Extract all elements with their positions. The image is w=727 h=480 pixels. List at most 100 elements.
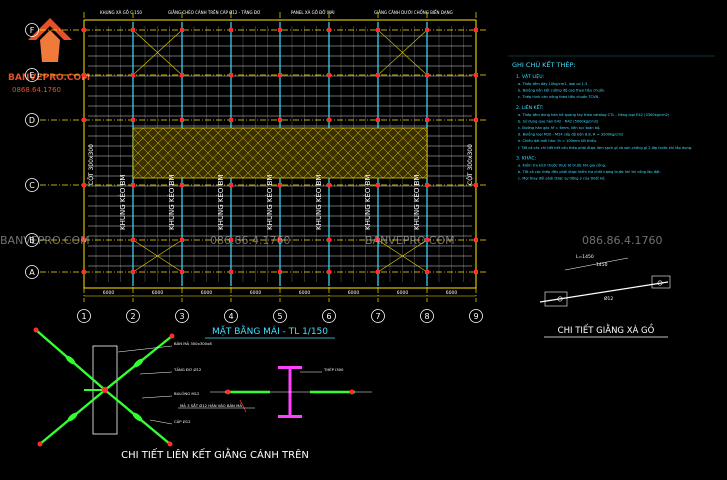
turnbuckle [132, 412, 143, 422]
grid-bubble-col [469, 309, 483, 323]
column-marker [82, 28, 86, 32]
column-marker [229, 270, 233, 274]
column-marker [229, 73, 233, 77]
column-marker [376, 28, 380, 32]
cable-anchor [225, 389, 231, 395]
cable-anchor [169, 333, 175, 339]
connection-label: BULÔNG M12 [174, 391, 200, 396]
bracing-diag [402, 153, 428, 179]
notes-heading: 2. LIÊN KẾT: [516, 103, 544, 111]
cable-anchor [167, 441, 173, 447]
dim-label: 6000 [201, 290, 213, 296]
i-beam-flange [278, 366, 302, 369]
bracing-diag [232, 127, 284, 179]
grid-bubble-col-label: 2 [130, 312, 135, 321]
bracing-diag [412, 127, 428, 143]
truss-label: KHUNG KÈO BM [265, 175, 274, 230]
connection-label: CÁP Ø12 [174, 419, 191, 424]
plan-top-note: GIẰNG CÁNH DƯỚI CHỐNG BIẾN DẠNG [374, 9, 453, 15]
column-marker [327, 238, 331, 242]
cable-anchor [33, 327, 39, 333]
column-marker [474, 183, 478, 187]
grid-bubble-row [25, 23, 39, 37]
grid-bubble-row [25, 265, 39, 279]
grid-bubble-row-label: B [29, 236, 35, 245]
column-marker [131, 238, 135, 242]
column-marker [229, 238, 233, 242]
grid-bubble-row-label: E [29, 71, 34, 80]
grid-bubble-col-label: 4 [228, 312, 233, 321]
column-marker [425, 183, 429, 187]
watermark-brand-1: BANVEPRO.COM [0, 234, 90, 247]
column-marker [180, 118, 184, 122]
purlin-bolt [557, 296, 563, 302]
column-marker [180, 183, 184, 187]
watermark-phone-2: 086.86.4.1760 [582, 234, 662, 247]
leader-line [139, 371, 173, 375]
i-beam-flange [278, 415, 302, 418]
column-marker [278, 28, 282, 32]
cable-anchor [349, 389, 355, 395]
column-marker [82, 73, 86, 77]
grid-bubble-col [175, 309, 189, 323]
brand-name: BANVEPRO.COM [8, 73, 90, 83]
notes-line: e. Chiều dài mối hàn: lh = 100mm tối thi… [518, 138, 597, 143]
column-marker [474, 238, 478, 242]
side-column-label: CỘT 300x300 [467, 144, 474, 185]
notes-heading: 1. VẬT LIỆU: [516, 72, 545, 80]
column-marker [131, 183, 135, 187]
column-marker [474, 73, 478, 77]
column-marker [278, 183, 282, 187]
bracing-diag [162, 127, 214, 179]
grid-bubble-col-label: 1 [81, 312, 86, 321]
bracing-diag [342, 127, 394, 179]
column-marker [376, 73, 380, 77]
purlin-end-box [651, 275, 671, 289]
bracing-diag [132, 127, 184, 179]
bracing-diag [402, 127, 428, 153]
column-marker [131, 73, 135, 77]
turnbuckle [65, 355, 76, 365]
banvepro-logo: BANVEPRO.COM 0868.64.1760 [8, 18, 90, 94]
bracing-diag [332, 127, 384, 179]
column-marker [278, 73, 282, 77]
dim-label: 6000 [250, 290, 262, 296]
bracing-diag [292, 127, 344, 179]
purlin-end-box [544, 291, 568, 307]
bracing-diag [392, 143, 428, 179]
column-marker [131, 28, 135, 32]
bracing-diag [382, 127, 428, 173]
watermark-phone-1: 086.86.4.1760 [210, 234, 290, 247]
column-marker [82, 183, 86, 187]
watermark-band: BANVEPRO.COM 086.86.4.1760 BANVEPRO.COM … [0, 234, 662, 247]
corner-bracing [132, 239, 183, 273]
bracing-diag [272, 127, 324, 179]
purlin-bolt [657, 280, 663, 286]
column-marker [425, 28, 429, 32]
column-marker [229, 118, 233, 122]
grid-bubble-col [371, 309, 385, 323]
plan-top-note: PANEL XÀ GỒ ĐỠ MÁI [291, 10, 335, 15]
column-marker [327, 73, 331, 77]
bracing-diag [422, 127, 428, 133]
plan-title: MẶT BẰNG MÁI - TL 1/150 [212, 324, 328, 337]
center-bolt [102, 387, 108, 393]
column-marker [327, 270, 331, 274]
grid-bubble-row-label: D [29, 116, 35, 125]
grid-bubble-col-label: 8 [424, 312, 429, 321]
grid-bubble-col [77, 309, 91, 323]
logo-house-icon [40, 30, 60, 62]
column-marker [376, 238, 380, 242]
plan-top-note: KHUNG XÀ GỒ C 150 [100, 10, 142, 15]
column-marker [180, 270, 184, 274]
grid-bubble-col-label: 7 [375, 312, 380, 321]
column-marker [425, 238, 429, 242]
column-marker [82, 270, 86, 274]
bracing-diag [352, 127, 404, 179]
truss-label: KHUNG KÈO BM [167, 175, 176, 230]
column-marker [82, 238, 86, 242]
notes-line: a. Thép tấm dày 10kg/cm2, loại cơ 1.5 [518, 82, 587, 86]
bracing-diag [412, 163, 428, 179]
bracing-diag [212, 127, 264, 179]
bracing-diag [362, 127, 414, 179]
